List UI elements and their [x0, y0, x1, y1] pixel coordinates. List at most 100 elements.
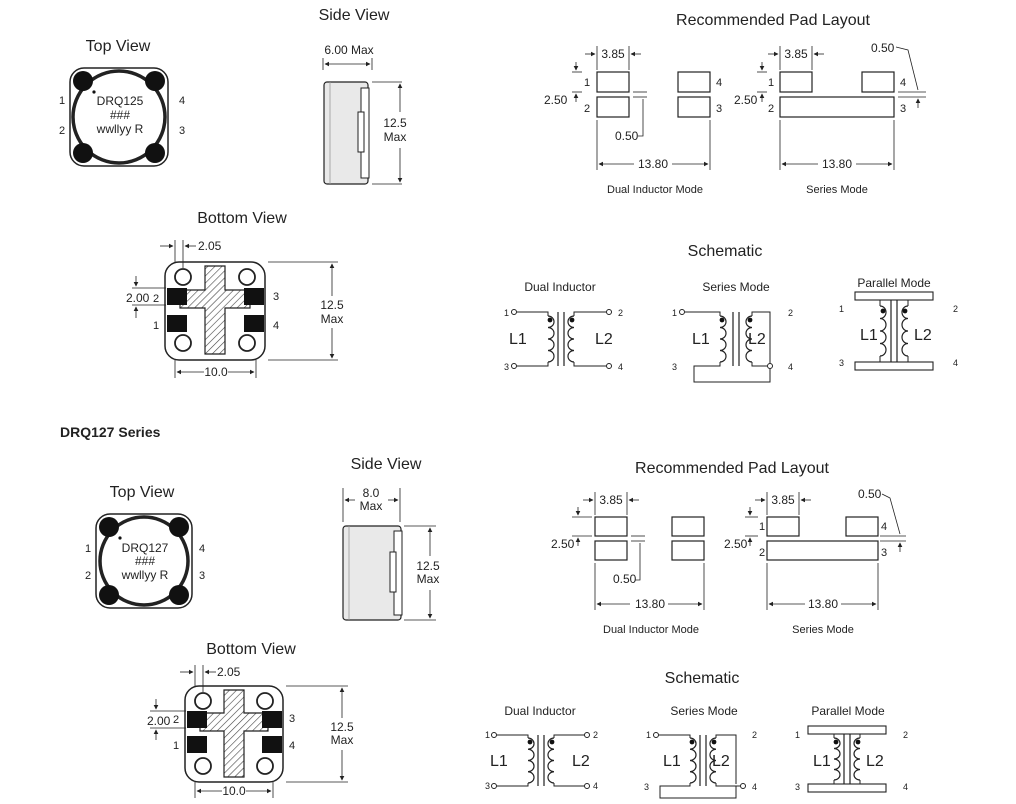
pin-label: 2: [752, 730, 757, 740]
schematic-series: Series Mode 1 3 2 4 L1 L2: [672, 280, 793, 383]
pin-label: 3: [289, 713, 295, 725]
pin-label: 2: [759, 547, 765, 559]
pin-label: 4: [881, 521, 887, 533]
pin-label: 2: [584, 103, 590, 115]
pad-span-label: 13.80: [822, 157, 852, 171]
pin-label: 4: [752, 782, 757, 792]
coil-l2-label: L2: [866, 753, 884, 770]
pin-label: 3: [839, 358, 844, 368]
pin1-dot: [92, 90, 96, 94]
schematic-dual: Dual Inductor 1 3 2 4 L1: [485, 704, 598, 791]
terminal-pad: [167, 288, 187, 305]
series-heading: DRQ127 Series: [60, 424, 161, 440]
coil-l1-label: L1: [490, 753, 508, 770]
pad-width-label: 3.85: [601, 47, 625, 61]
pitch-label: 2.05: [217, 665, 241, 679]
marking-line: wwllyy R: [121, 568, 169, 582]
pin-label: 1: [768, 77, 774, 89]
land-pad: [596, 96, 630, 118]
coil-l1-label: L1: [509, 331, 527, 348]
bottom-width-label: 10.0: [222, 784, 246, 798]
pad-gap-label: 0.50: [613, 572, 637, 586]
schematic-dual: Dual Inductor 1 3 2 4 L1 L: [504, 280, 623, 372]
pin-label: 4: [179, 95, 185, 107]
side-height-label: 12.5: [416, 559, 440, 573]
series-label: Series Mode: [670, 704, 738, 718]
schematic-title: Schematic: [665, 670, 740, 687]
marking-line: ###: [135, 554, 155, 568]
pin-label: 3: [900, 103, 906, 115]
pin-label: 4: [716, 77, 722, 89]
pin-label: 4: [289, 740, 295, 752]
drq127-side-view: Side View 8.0 Max 12.5 Max: [342, 456, 440, 621]
schematic-parallel: Parallel Mode 1 3 2 4 L1 L2: [839, 276, 958, 371]
drq127-bottom-view: Bottom View 2.05 2.00 2 1 3 4: [147, 641, 354, 798]
pin-label: 1: [153, 320, 159, 332]
pad-gap-label: 0.50: [615, 129, 639, 143]
pin-label: 1: [584, 77, 590, 89]
series-mode-caption: Series Mode: [806, 184, 868, 196]
land-pad: [861, 71, 895, 93]
pin-label: 1: [85, 543, 91, 555]
pin-label: 4: [900, 77, 906, 89]
side-view-title: Side View: [351, 456, 422, 473]
terminal-pad: [244, 288, 264, 305]
coil-l2-label: L2: [914, 327, 932, 344]
corner-dot: [73, 143, 93, 163]
marking-line: DRQ125: [97, 94, 144, 108]
coil-l2-label: L2: [748, 331, 766, 348]
coil-l2-label: L2: [572, 753, 590, 770]
side-view-title: Side View: [319, 7, 390, 24]
top-core-ring: [98, 515, 190, 607]
bottom-view-title: Bottom View: [206, 641, 296, 658]
pin-label: 1: [173, 740, 179, 752]
dual-mode-caption: Dual Inductor Mode: [603, 624, 699, 636]
pad-span-label: 13.80: [638, 157, 668, 171]
pin-label: 2: [85, 570, 91, 582]
pin-label: 3: [273, 291, 279, 303]
side-height-unit: Max: [417, 572, 440, 586]
pin-label: 3: [485, 781, 490, 791]
pin-label: 3: [795, 782, 800, 792]
pitch-label: 2.05: [198, 239, 222, 253]
drq127-section: Top View DRQ127 ### wwllyy R 1 2 3 4 Sid…: [85, 456, 908, 799]
side-height-label: 12.5: [383, 116, 407, 130]
pad-height-label: 2.00: [147, 714, 171, 728]
pad-span-label: 13.80: [808, 597, 838, 611]
pad-gap-label: 0.50: [871, 41, 895, 55]
dual-label: Dual Inductor: [524, 280, 595, 294]
marking-line: wwllyy R: [96, 122, 144, 136]
pad-layout-title: Recommended Pad Layout: [676, 12, 870, 29]
schematic-series: Series Mode 1 3 2 4 L1 L2: [644, 704, 757, 799]
pin-label: 2: [593, 730, 598, 740]
terminal-pad: [244, 315, 264, 332]
land-pad: [596, 71, 630, 93]
coil-l2-label: L2: [595, 331, 613, 348]
terminal-pad: [167, 315, 187, 332]
parallel-label: Parallel Mode: [811, 704, 885, 718]
pin-label: 1: [646, 730, 651, 740]
pad-height-label: 2.50: [544, 93, 568, 107]
drq127-top-view: Top View DRQ127 ### wwllyy R 1 2 3 4: [85, 484, 205, 609]
series-label: Series Mode: [702, 280, 770, 294]
series-mode-caption: Series Mode: [792, 624, 854, 636]
drq127-pad-layout: Recommended Pad Layout 3.85 2.50 0.50: [551, 460, 906, 636]
side-terminal: [357, 111, 365, 153]
pin-label: 4: [788, 362, 793, 372]
side-width-label: 6.00 Max: [324, 43, 373, 57]
pin-label: 2: [788, 308, 793, 318]
pin-label: 4: [618, 362, 623, 372]
corner-dot: [145, 143, 165, 163]
land-pad: [677, 96, 711, 118]
pin-label: 2: [903, 730, 908, 740]
pin-label: 3: [716, 103, 722, 115]
side-width-label: 8.0: [363, 486, 380, 500]
coil-l1-label: L1: [860, 327, 878, 344]
pin-label: 2: [953, 304, 958, 314]
corner-dot: [145, 71, 165, 91]
coil-l2-label: L2: [712, 753, 730, 770]
coil-l1-label: L1: [663, 753, 681, 770]
pin-label: 2: [59, 125, 65, 137]
pin-label: 1: [759, 521, 765, 533]
